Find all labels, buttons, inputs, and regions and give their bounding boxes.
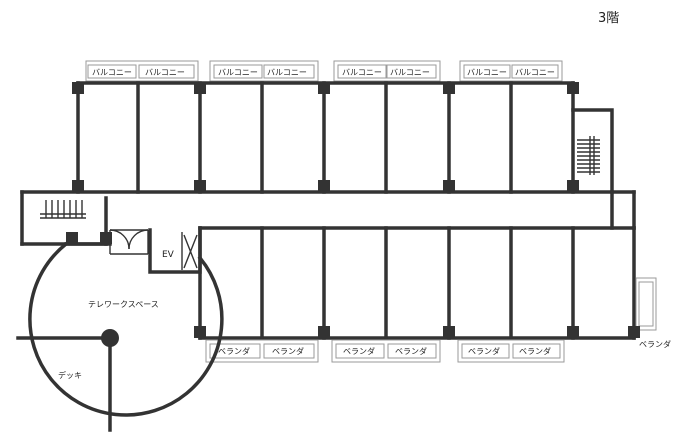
balcony-group-2: バルコニー バルコニー: [209, 60, 319, 82]
column-square: [628, 326, 640, 338]
balcony-label: バルコニー: [145, 68, 185, 77]
column-square: [318, 180, 330, 192]
double-door: [109, 229, 149, 255]
column-square: [194, 326, 206, 338]
column-square: [443, 82, 455, 94]
west-stair: [40, 200, 86, 219]
balcony-group-3: バルコニー バルコニー: [333, 60, 441, 82]
veranda-label: ベランダ: [639, 339, 671, 349]
balcony-label: バルコニー: [390, 68, 430, 77]
veranda-group-1: ベランダ ベランダ: [205, 339, 319, 363]
balcony-label: バルコニー: [515, 68, 555, 77]
column-square: [567, 326, 579, 338]
column-square: [194, 180, 206, 192]
balcony-label: バルコニー: [92, 68, 132, 77]
column-square: [72, 82, 84, 94]
column-square: [194, 82, 206, 94]
balcony-label: バルコニー: [342, 68, 382, 77]
deck-label: デッキ: [58, 370, 82, 380]
top-rooms: [76, 81, 575, 194]
column-square: [72, 180, 84, 192]
balcony-label: バルコニー: [267, 68, 307, 77]
veranda-label: ベランダ: [395, 346, 427, 356]
column-square: [567, 180, 579, 192]
elevator: EV: [148, 226, 202, 274]
column-square: [318, 82, 330, 94]
veranda-label: ベランダ: [343, 346, 375, 356]
column-square: [443, 180, 455, 192]
center-column: [101, 329, 119, 347]
veranda-label: ベランダ: [519, 346, 551, 356]
balcony-label: バルコニー: [467, 68, 507, 77]
veranda-label: ベランダ: [468, 346, 500, 356]
balcony-group-1: バルコニー バルコニー: [85, 60, 199, 82]
column-square: [100, 232, 112, 244]
telework-round-room: テレワークスペース デッキ: [16, 241, 224, 432]
east-stair: [571, 108, 614, 194]
veranda-label: ベランダ: [218, 346, 250, 356]
column-square: [443, 326, 455, 338]
telework-label: テレワークスペース: [88, 300, 159, 309]
veranda-group-3: ベランダ ベランダ: [457, 339, 565, 363]
corridor: [20, 190, 636, 246]
balcony-group-4: バルコニー バルコニー: [459, 60, 563, 82]
column-square: [318, 326, 330, 338]
veranda-east: ベランダ: [635, 277, 671, 349]
veranda-group-2: ベランダ ベランダ: [331, 339, 441, 363]
elevator-label: EV: [162, 250, 175, 260]
floor-label: 3階: [598, 11, 619, 26]
structural-columns: [66, 82, 640, 338]
column-square: [567, 82, 579, 94]
veranda-label: ベランダ: [272, 346, 304, 356]
balcony-label: バルコニー: [218, 68, 258, 77]
column-square: [66, 232, 78, 244]
bottom-rooms: [198, 226, 636, 340]
